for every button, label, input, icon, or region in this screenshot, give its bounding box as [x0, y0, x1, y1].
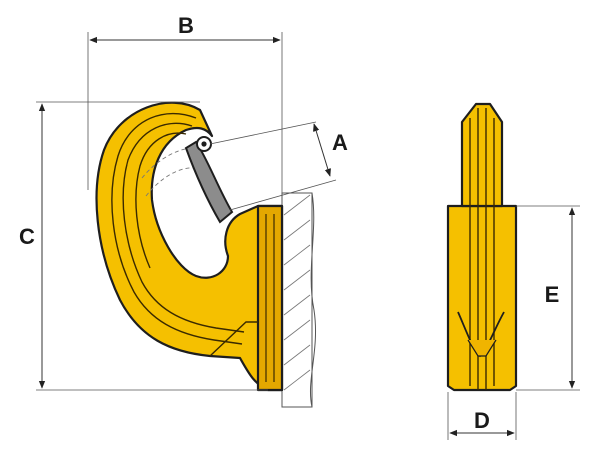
wall-section — [281, 192, 317, 408]
label-b: B — [178, 13, 194, 38]
label-a: A — [332, 130, 348, 155]
front-tip — [460, 102, 504, 208]
dimension-e: E — [516, 205, 580, 391]
label-e: E — [545, 282, 560, 307]
dimension-c: C — [19, 101, 268, 391]
hook-front-view — [446, 102, 518, 392]
front-body — [446, 204, 518, 392]
label-d: D — [474, 408, 490, 433]
dimension-a: A — [209, 121, 348, 211]
hook-side-view — [95, 101, 284, 392]
dimension-d: D — [447, 392, 517, 440]
safety-latch — [184, 136, 234, 224]
label-c: C — [19, 224, 35, 249]
mounting-plate — [256, 204, 284, 392]
dimension-b: B — [87, 13, 283, 193]
